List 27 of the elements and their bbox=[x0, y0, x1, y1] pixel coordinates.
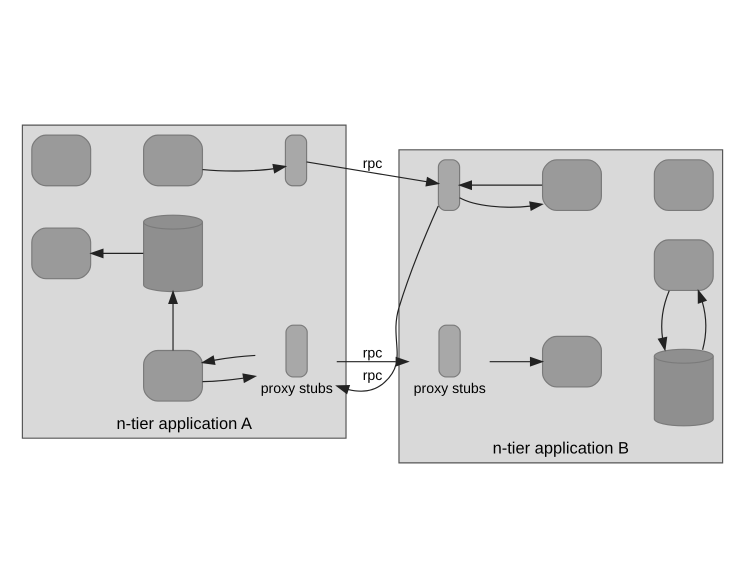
node-box bbox=[654, 238, 714, 291]
edge-label: rpc bbox=[362, 366, 382, 383]
arrow bbox=[306, 160, 440, 186]
arrow bbox=[202, 372, 258, 383]
arrow bbox=[202, 163, 288, 174]
node-box bbox=[542, 158, 602, 211]
arrow bbox=[490, 356, 544, 366]
node-bar bbox=[438, 158, 460, 211]
edge-label: rpc bbox=[362, 154, 382, 171]
arrow bbox=[89, 248, 144, 258]
node-box bbox=[542, 335, 602, 388]
arrow bbox=[459, 196, 544, 211]
arrow bbox=[168, 289, 178, 350]
arrow bbox=[200, 354, 256, 364]
arrow bbox=[458, 180, 542, 190]
edge-label: rpc bbox=[362, 344, 382, 360]
node-box bbox=[143, 134, 204, 186]
arrow bbox=[698, 288, 708, 350]
arrow bbox=[658, 290, 670, 352]
node-box bbox=[31, 134, 92, 186]
arrow bbox=[335, 205, 439, 394]
node-box bbox=[143, 349, 204, 402]
node-label: proxy stubs bbox=[414, 379, 486, 396]
node-label: proxy stubs bbox=[260, 379, 333, 396]
node-box bbox=[31, 227, 92, 279]
node-bar bbox=[284, 134, 308, 186]
node-box bbox=[654, 158, 714, 211]
